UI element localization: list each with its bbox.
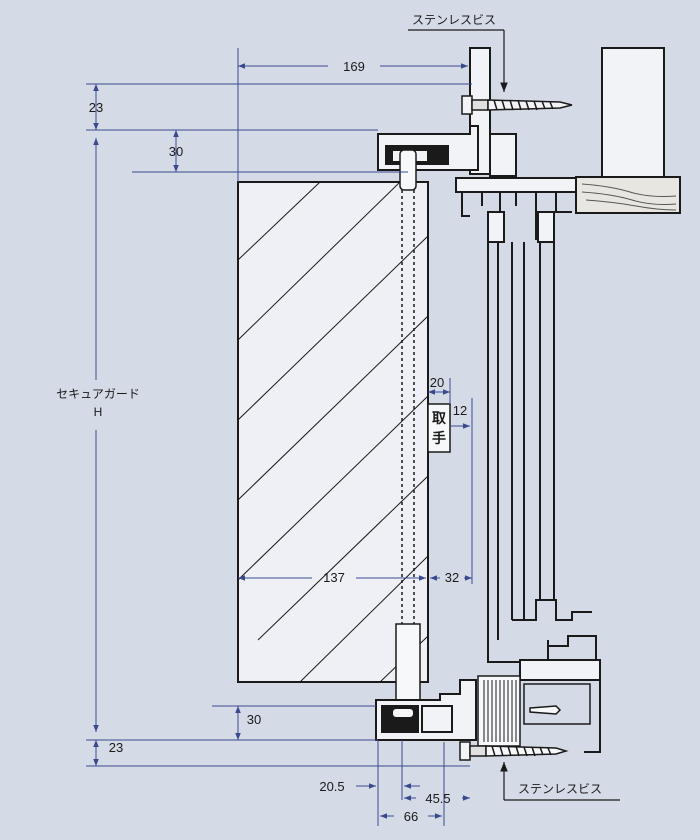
height-symbol: H [94, 405, 103, 419]
dim-137: 137 [323, 570, 345, 585]
bottom-rail [375, 679, 477, 741]
vertical-rod [395, 149, 421, 705]
dim-20-5: 20.5 [319, 779, 344, 794]
dim-bottom-30: 30 [247, 712, 261, 727]
handle-label-2: 手 [432, 430, 446, 446]
top-screw [461, 95, 573, 115]
top-screw-label: ステンレスビス [412, 13, 496, 27]
bottom-screw [459, 741, 569, 761]
security-panel [237, 181, 429, 683]
wall-frame [575, 47, 681, 214]
dimension-lines [86, 48, 473, 826]
side-label: セキュアガード [56, 387, 140, 401]
handle-label-1: 取 [432, 410, 447, 426]
leader-lines [408, 29, 620, 801]
dim-169: 169 [343, 59, 365, 74]
bottom-mechanism [477, 675, 591, 747]
top-rail [377, 125, 479, 171]
dim-45-5: 45.5 [425, 791, 450, 806]
dim-bottom-23: 23 [109, 740, 123, 755]
dim-32: 32 [445, 570, 459, 585]
dim-66: 66 [404, 809, 418, 824]
dim-top-30: 30 [169, 144, 183, 159]
dim-handle-12: 12 [453, 403, 467, 418]
dim-top-23: 23 [89, 100, 103, 115]
handle: 取 手 [427, 403, 451, 453]
dim-handle-20: 20 [430, 375, 444, 390]
bottom-screw-label: ステンレスビス [518, 782, 602, 796]
